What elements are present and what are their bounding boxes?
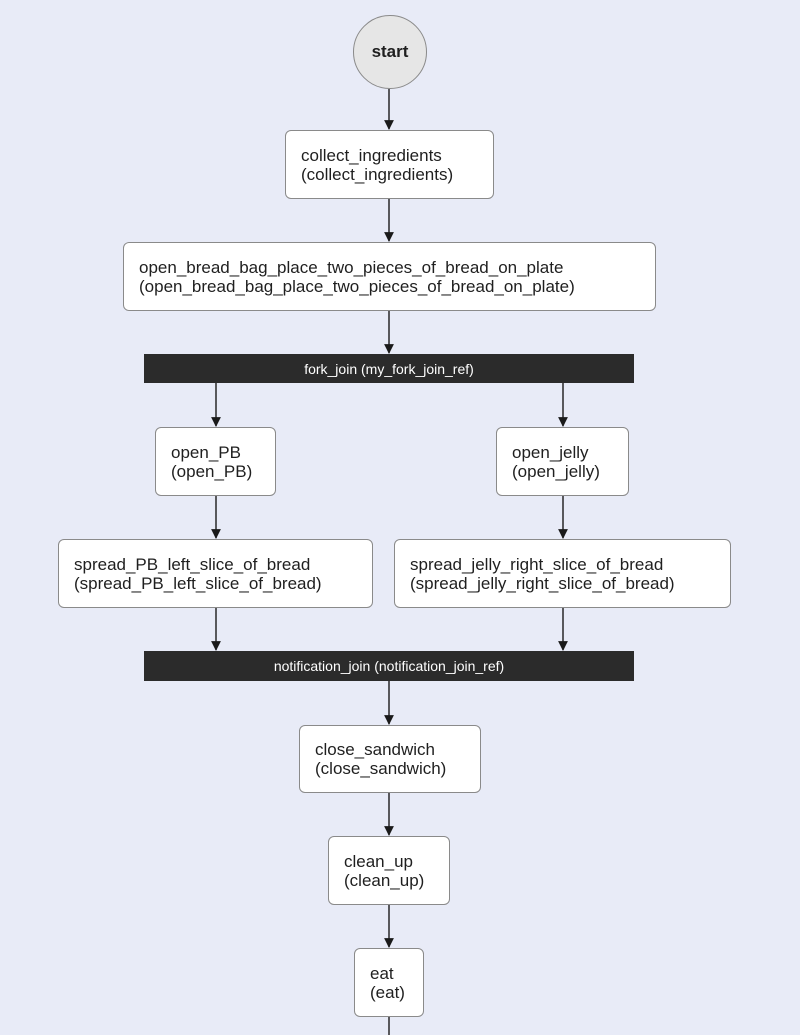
node-name: eat — [370, 963, 394, 983]
node-name: spread_PB_left_slice_of_bread — [74, 554, 311, 574]
node-eat[interactable]: eat (eat) — [354, 948, 424, 1017]
node-spread-pb[interactable]: spread_PB_left_slice_of_bread (spread_PB… — [58, 539, 373, 608]
node-name: clean_up — [344, 851, 414, 871]
node-ref: (eat) — [370, 982, 405, 1002]
node-ref: (open_jelly) — [512, 461, 600, 481]
node-ref: (open_PB) — [171, 461, 253, 481]
node-name: collect_ingredients — [301, 145, 442, 165]
node-open-bread-bag[interactable]: open_bread_bag_place_two_pieces_of_bread… — [123, 242, 656, 311]
node-ref: (open_bread_bag_place_two_pieces_of_brea… — [139, 276, 575, 296]
node-name: open_bread_bag_place_two_pieces_of_bread… — [139, 257, 564, 277]
notification-join-label: notification_join (notification_join_ref… — [273, 658, 505, 674]
node-ref: (spread_PB_left_slice_of_bread) — [74, 573, 322, 593]
node-name: close_sandwich — [315, 740, 436, 759]
node-clean-up[interactable]: clean_up (clean_up) — [328, 836, 450, 905]
node-spread-jelly[interactable]: spread_jelly_right_slice_of_bread (sprea… — [394, 539, 731, 608]
node-open-jelly[interactable]: open_jelly (open_jelly) — [496, 427, 629, 496]
node-open-pb[interactable]: open_PB (open_PB) — [155, 427, 276, 496]
node-ref: (close_sandwich) — [315, 759, 447, 778]
fork-join-bar[interactable]: fork_join (my_fork_join_ref) — [144, 354, 634, 383]
node-name: open_PB — [171, 442, 241, 462]
node-close-sandwich[interactable]: close_sandwich (close_sandwich) — [299, 725, 481, 793]
node-collect-ingredients[interactable]: collect_ingredients (collect_ingredients… — [285, 130, 494, 199]
node-ref: (collect_ingredients) — [301, 164, 454, 184]
start-label: start — [371, 42, 409, 61]
node-ref: (spread_jelly_right_slice_of_bread) — [410, 573, 675, 593]
start-node[interactable]: start — [353, 15, 427, 89]
node-name: open_jelly — [512, 442, 589, 462]
notification-join-bar[interactable]: notification_join (notification_join_ref… — [144, 651, 634, 681]
node-name: spread_jelly_right_slice_of_bread — [410, 554, 664, 574]
node-ref: (clean_up) — [344, 870, 425, 890]
fork-join-label: fork_join (my_fork_join_ref) — [304, 360, 474, 377]
